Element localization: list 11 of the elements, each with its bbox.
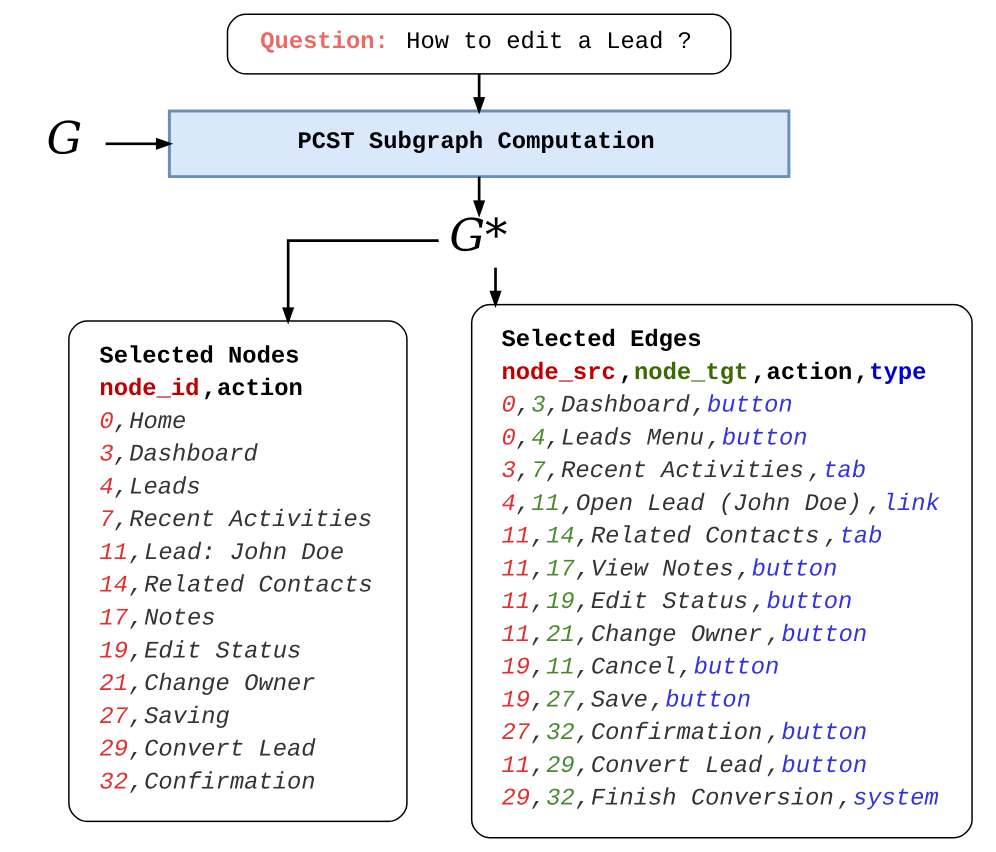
node-text: G* <box>448 209 507 262</box>
arrow <box>105 138 173 150</box>
node-text: G <box>46 112 82 164</box>
node-box: Selected Nodes node_id,action 0,Home 3,Dashboard 4,Leads 7,Recent Activities 11,Lead: John Doe 14,Related Contacts 17,Notes 19,Edit Status 21,Change Owner 27,Saving 29,Convert Lead 32,Confirmation <box>68 320 408 822</box>
node-box: PCST Subgraph Computation <box>167 110 790 178</box>
arrow <box>472 74 485 114</box>
arrow <box>282 239 438 325</box>
node-box: Selected Edges node_src,node_tgt,action,type 0,3,Dashboard,button 0,4,Leads Menu,button 3,7,Recent Activities,tab 4,11,Open Lead (John Doe),link 11,14,Related Contacts,tab 11,17,View Notes,button 11,19,Edit Status,button 11,21,Change Owner,button 19,11,Cancel,button 19,27,Save,button 27,32,Confirmation,button 11,29,Convert Lead,button 29,32,Finish Conversion,system <box>470 304 972 838</box>
arrow <box>488 268 502 308</box>
node-box: Question: How to edit a Lead ? <box>226 14 732 75</box>
arrow <box>472 176 485 218</box>
